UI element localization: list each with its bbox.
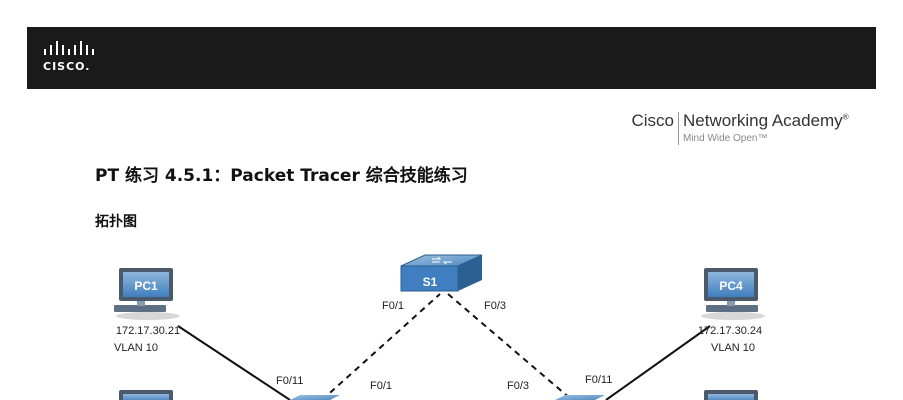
port-s2-f011: F0/11	[276, 375, 303, 387]
pc1-label: PC1	[134, 279, 158, 293]
port-s1-f03: F0/3	[484, 300, 506, 312]
cisco-logo: CISCO.	[43, 41, 123, 77]
pc1-ip: 172.17.30.21	[116, 325, 180, 337]
logo-wordmark: CISCO.	[43, 60, 91, 73]
pc4-ip: 172.17.30.24	[698, 325, 762, 337]
pc1-vlan: VLAN 10	[114, 342, 158, 354]
academy-divider	[678, 112, 679, 145]
pc2-device-partial	[119, 390, 173, 400]
pc1-device: PC1	[114, 268, 180, 320]
academy-name-text: Networking Academy	[683, 111, 843, 130]
link-pc1-s2	[177, 325, 291, 400]
academy-tagline: Mind Wide Open™	[683, 133, 768, 144]
academy-brand: Cisco Networking Academy® Mind Wide Open…	[593, 108, 873, 148]
pc4-vlan: VLAN 10	[711, 342, 755, 354]
port-s2-f01: F0/1	[370, 380, 392, 392]
section-heading: 拓扑图	[95, 214, 137, 230]
port-s1-f01: F0/1	[382, 300, 404, 312]
link-s1-s3	[447, 293, 573, 400]
s2-switch-partial	[290, 395, 340, 400]
pc4-device: PC4	[701, 268, 765, 320]
port-s3-f03: F0/3	[507, 380, 529, 392]
link-s3-pc4	[605, 325, 711, 400]
academy-name: Networking Academy®	[683, 111, 849, 131]
s1-label: S1	[423, 275, 438, 289]
pc5-device-partial	[704, 390, 758, 400]
s3-switch-partial	[555, 395, 605, 400]
s1-switch: S1	[400, 254, 483, 292]
header-banner: CISCO.	[27, 27, 876, 89]
port-s3-f011: F0/11	[585, 374, 612, 386]
academy-cisco-text: Cisco	[631, 111, 674, 130]
pc4-label: PC4	[719, 279, 743, 293]
registered-mark: ®	[842, 112, 849, 122]
link-s2-s1	[321, 293, 441, 400]
cisco-bars-icon	[44, 41, 94, 55]
document-title: PT 练习 4.5.1：Packet Tracer 综合技能练习	[95, 166, 468, 186]
